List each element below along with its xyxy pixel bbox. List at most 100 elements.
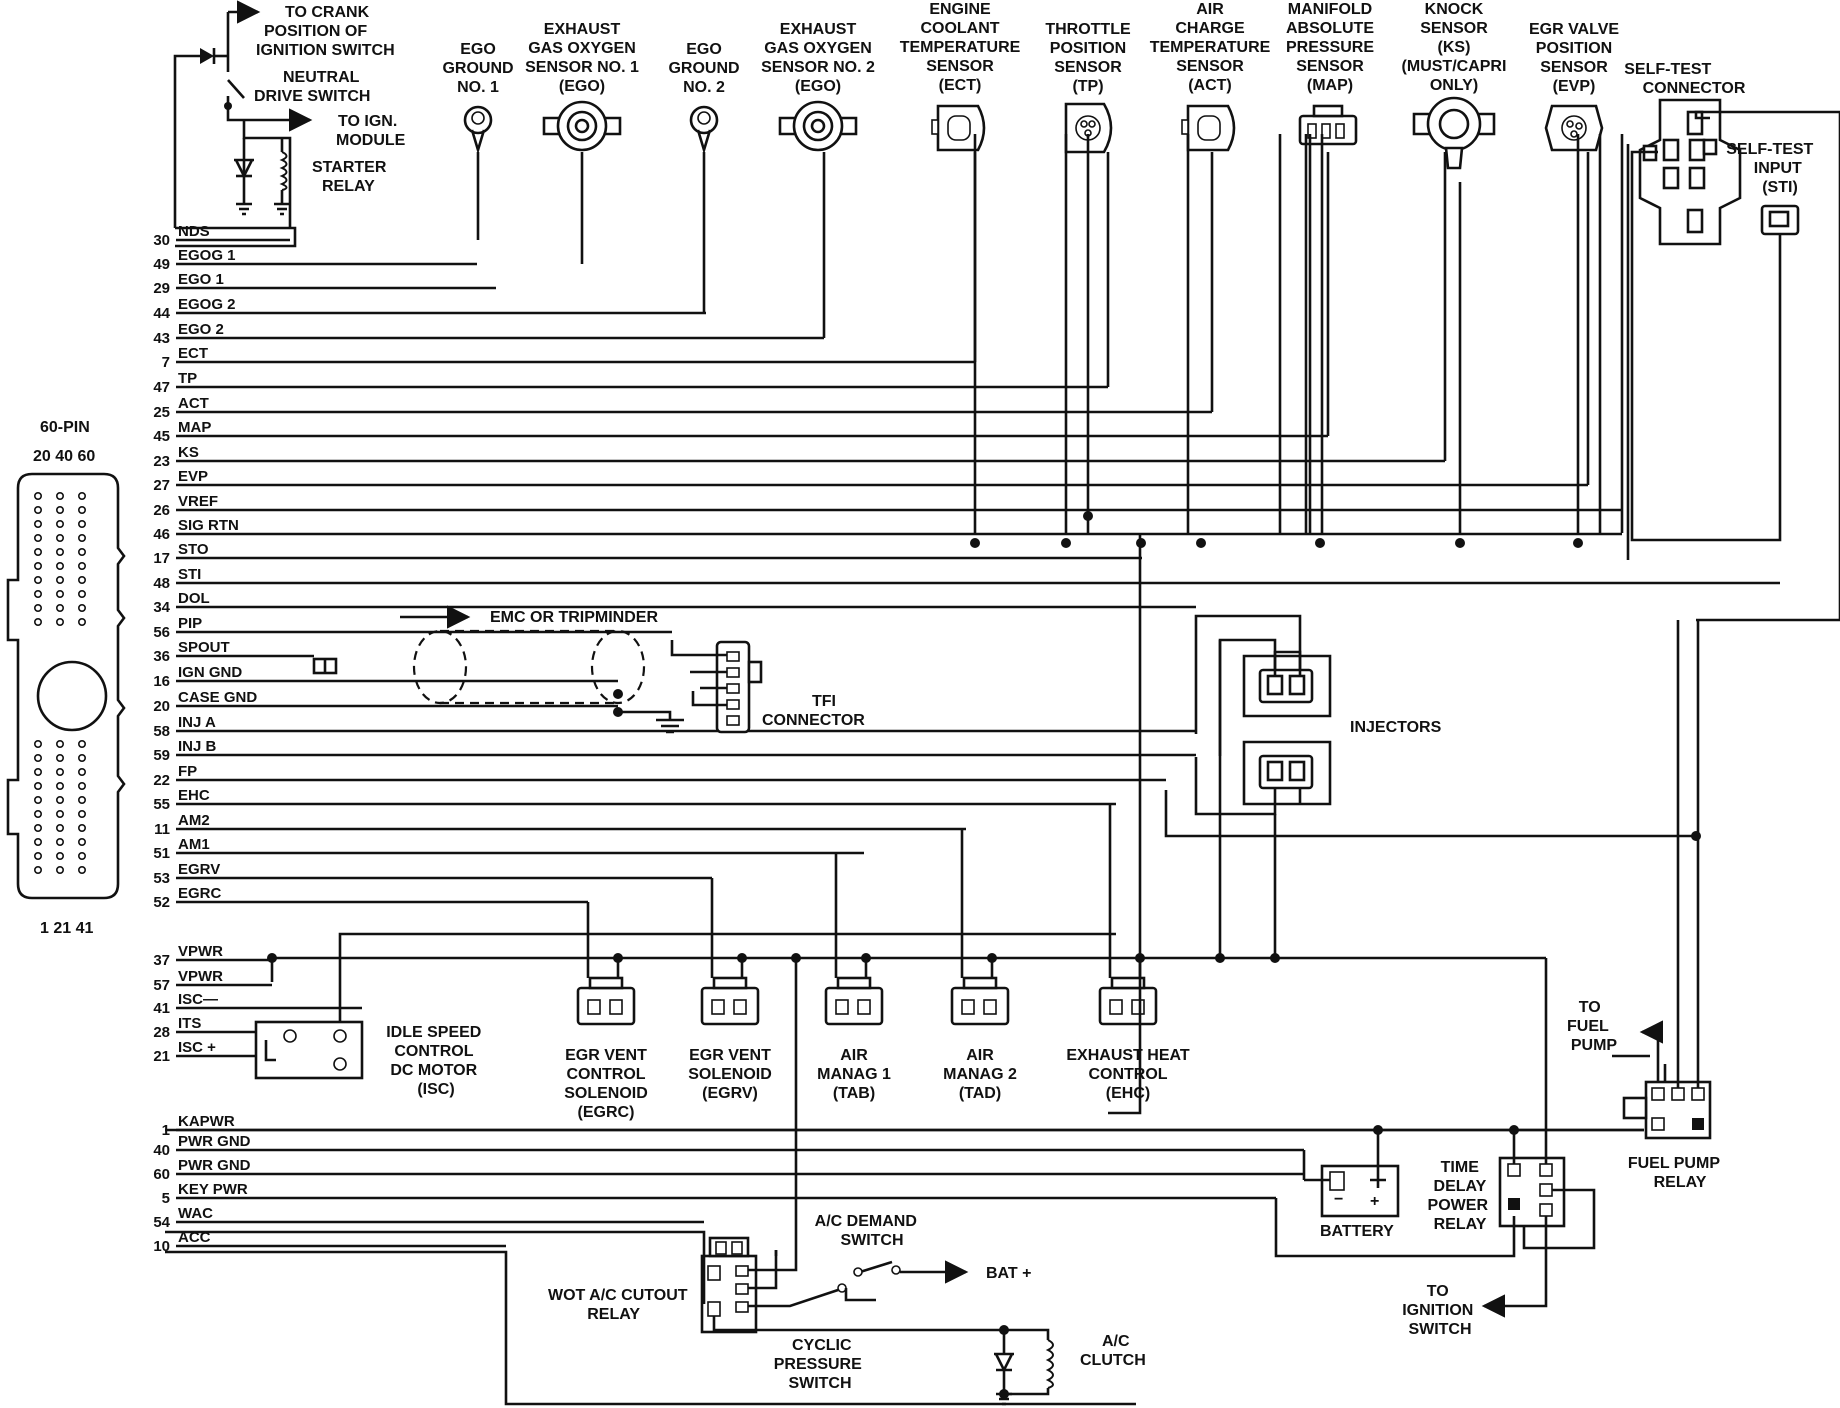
circuit-row-egrv: 53 EGRV <box>153 861 712 887</box>
circuit-row-vpwr: 37 VPWR <box>153 943 270 969</box>
signal-name: IGN GND <box>178 664 242 681</box>
pin-number: 56 <box>153 624 170 641</box>
crank-label: TO CRANK POSITION OF IGNITION SWITCH <box>256 4 395 59</box>
pin-number: 43 <box>153 330 170 347</box>
circuit-row-ks: 23 KS <box>153 444 1445 470</box>
bat-plus-label: BAT + <box>986 1265 1031 1282</box>
signal-name: VPWR <box>178 968 223 985</box>
pin-number: 28 <box>153 1024 170 1041</box>
pin-number: 49 <box>153 256 170 273</box>
circuit-row-vpwr: 57 VPWR <box>153 968 272 994</box>
pin-number: 27 <box>153 477 170 494</box>
signal-name: ISC— <box>178 991 218 1008</box>
to-ignition-label: TO IGNITION SWITCH <box>1402 1283 1478 1338</box>
signal-name: INJ B <box>178 738 217 755</box>
signal-name: EVP <box>178 468 208 485</box>
pin-number: 11 <box>154 821 170 838</box>
nds-label: NEUTRAL DRIVE SWITCH <box>254 69 370 105</box>
pin-number: 23 <box>153 453 170 470</box>
ac-demand-label: A/C DEMAND SWITCH <box>815 1213 922 1249</box>
signal-name: EGOG 1 <box>178 247 236 264</box>
to-fuel-pump-label: TO FUEL PUMP <box>1567 999 1617 1054</box>
pin-number: 29 <box>153 280 170 297</box>
svg-text:+: + <box>1370 1193 1379 1210</box>
circuit-row-ehc: 55 EHC <box>153 787 1116 813</box>
pin-number: 55 <box>153 796 170 813</box>
pin-number: 58 <box>153 723 170 740</box>
pin-number: 47 <box>153 379 170 396</box>
signal-name: EGRV <box>178 861 220 878</box>
circuit-row-isc-: 41 ISC— <box>153 991 362 1017</box>
pin-number: 37 <box>153 952 170 969</box>
pin-number: 44 <box>153 305 170 322</box>
signal-name: AM1 <box>178 836 210 853</box>
pin-number: 54 <box>153 1214 170 1231</box>
pin-number: 41 <box>153 1000 170 1017</box>
svg-text:−: − <box>1334 1191 1343 1208</box>
pin-number: 22 <box>153 772 170 789</box>
signal-name: FP <box>178 763 197 780</box>
pin-number: 30 <box>153 232 170 249</box>
connector-top-pins: 20 40 60 <box>33 448 95 465</box>
pin-number: 53 <box>153 870 170 887</box>
injectors-label: INJECTORS <box>1350 719 1442 736</box>
signal-name: WAC <box>178 1205 213 1222</box>
time-delay-label: TIME DELAY POWER RELAY <box>1428 1159 1493 1233</box>
connector-center-post <box>36 660 108 732</box>
isc-motor: IDLE SPEED CONTROL DC MOTOR (ISC) <box>254 1020 481 1098</box>
signal-name: KS <box>178 444 199 461</box>
circuit-row-wac: 54 WAC <box>153 1205 704 1231</box>
pin-number: 21 <box>153 1048 170 1065</box>
pin-number: 57 <box>153 977 170 994</box>
isc-box <box>254 1020 364 1080</box>
pin-number: 52 <box>153 894 170 911</box>
signal-name: STO <box>178 541 209 558</box>
pin-number: 5 <box>162 1190 170 1207</box>
signal-name: PWR GND <box>178 1157 251 1174</box>
pin-number: 34 <box>153 599 170 616</box>
tfi-section: EMC OR TRIPMINDER TFI CONNECTOR <box>312 605 865 734</box>
pin-number: 26 <box>153 502 170 519</box>
signal-name: NDS <box>178 223 210 240</box>
signal-name: VPWR <box>178 943 223 960</box>
connector-bottom-pins: 1 21 41 <box>40 920 93 937</box>
signal-name: VREF <box>178 493 218 510</box>
signal-name: EHC <box>178 787 210 804</box>
signal-name: SIG RTN <box>178 517 239 534</box>
fuel-pump-relay-label: FUEL PUMP RELAY <box>1628 1155 1724 1191</box>
nds-starter-section: TO CRANK POSITION OF IGNITION SWITCH NEU… <box>173 0 406 248</box>
circuit-row-evp: 27 EVP <box>153 468 1588 494</box>
